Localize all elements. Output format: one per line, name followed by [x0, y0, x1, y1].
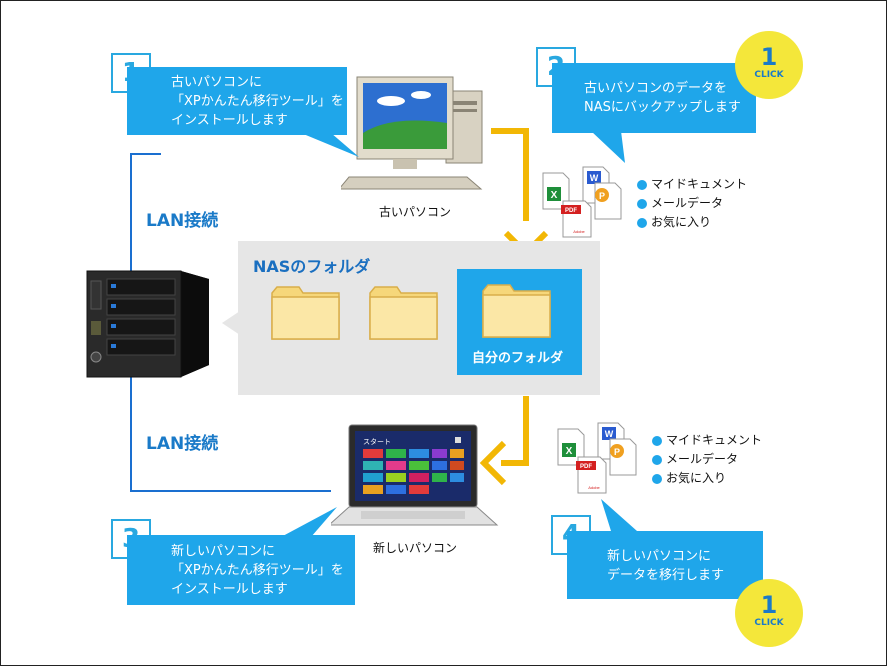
step-3-callout: 新しいパソコンに 「XPかんたん移行ツール」を インストールします	[127, 535, 355, 605]
badge-label: CLICK	[754, 618, 784, 628]
list-item-label: お気に入り	[651, 215, 712, 229]
badge-number: 1	[760, 591, 778, 619]
bullet-icon	[637, 217, 647, 228]
bullet-icon	[637, 198, 647, 209]
folder-icon[interactable]	[271, 283, 341, 341]
ppt-icon-letter: P	[599, 191, 605, 201]
excel-icon-letter: X	[551, 190, 558, 201]
list-item: マイドキュメント	[637, 175, 747, 194]
bullet-icon	[652, 473, 662, 484]
step-3-line-3: インストールします	[171, 582, 288, 597]
bullet-icon	[652, 435, 662, 446]
list-item-label: メールデータ	[666, 452, 739, 466]
arrow-nas-to-new-head	[479, 440, 507, 486]
list-item-label: マイドキュメント	[666, 433, 763, 447]
document-icons-bottom: X W P PDF Adobe	[557, 422, 637, 494]
bullet-icon	[652, 454, 662, 465]
step-2-callout: 古いパソコンのデータを NASにバックアップします	[552, 63, 756, 133]
folder-icon[interactable]	[369, 283, 439, 341]
nas-device-icon	[86, 270, 209, 378]
data-items-list-bottom: マイドキュメント メールデータ お気に入り	[652, 431, 762, 488]
nas-folder-title: NASのフォルダ	[253, 257, 371, 276]
document-icons-top: X W P PDF Adobe	[542, 166, 622, 238]
step-1-tail	[301, 133, 359, 157]
old-pc-icon	[341, 76, 483, 190]
list-item: メールデータ	[637, 194, 747, 213]
step-1-line-3: インストールします	[171, 113, 288, 128]
step-3-line-2: 「XPかんたん移行ツール」を	[171, 563, 344, 578]
arrow-nas-to-new	[501, 396, 529, 466]
new-pc-icon	[331, 424, 499, 526]
new-pc-caption: 新しいパソコン	[373, 541, 458, 555]
adobe-icon-label: Adobe	[588, 485, 600, 490]
badge-label: CLICK	[754, 70, 784, 80]
list-item-label: お気に入り	[666, 471, 727, 485]
list-item: マイドキュメント	[652, 431, 762, 450]
pdf-icon-label: PDF	[580, 464, 592, 470]
step-2-line-1: 古いパソコンのデータを	[584, 81, 728, 96]
my-folder-icon[interactable]	[482, 281, 552, 339]
step-3-tail	[281, 507, 337, 537]
list-item-label: マイドキュメント	[651, 177, 748, 191]
bullet-icon	[637, 179, 647, 190]
lan-label-bottom: LAN接続	[146, 434, 219, 454]
step-4-tail	[601, 499, 637, 531]
lan-label-top: LAN接続	[146, 211, 219, 231]
step-1-line-2: 「XPかんたん移行ツール」を	[171, 94, 344, 109]
list-item: メールデータ	[652, 450, 762, 469]
step-4-line-1: 新しいパソコンに	[607, 549, 712, 564]
step-1-callout: 古いパソコンに 「XPかんたん移行ツール」を インストールします	[127, 67, 347, 135]
word-icon-letter: W	[590, 173, 599, 183]
pdf-icon-label: PDF	[565, 208, 577, 214]
old-pc-caption: 古いパソコン	[379, 205, 452, 219]
ppt-icon-letter: P	[614, 447, 620, 457]
step-1-line-1: 古いパソコンに	[171, 75, 263, 90]
panel-pointer	[222, 311, 240, 335]
arrow-old-to-nas	[491, 128, 529, 221]
adobe-icon-label: Adobe	[573, 229, 585, 234]
click-badge-top: 1 CLICK	[735, 31, 803, 99]
excel-icon-letter: X	[566, 446, 573, 457]
step-3-line-1: 新しいパソコンに	[171, 544, 276, 559]
data-items-list-top: マイドキュメント メールデータ お気に入り	[637, 175, 747, 232]
step-4-line-2: データを移行します	[607, 568, 725, 583]
badge-number: 1	[760, 43, 778, 71]
step-2-line-2: NASにバックアップします	[584, 100, 741, 115]
click-badge-bottom: 1 CLICK	[735, 579, 803, 647]
step-4-callout: 新しいパソコンに データを移行します	[567, 531, 763, 599]
my-folder-label: 自分のフォルダ	[472, 351, 564, 366]
screen-start-text: スタート	[363, 438, 391, 446]
list-item-label: メールデータ	[651, 196, 724, 210]
step-2-tail	[591, 131, 625, 163]
list-item: お気に入り	[637, 213, 747, 232]
list-item: お気に入り	[652, 469, 762, 488]
word-icon-letter: W	[605, 429, 614, 439]
